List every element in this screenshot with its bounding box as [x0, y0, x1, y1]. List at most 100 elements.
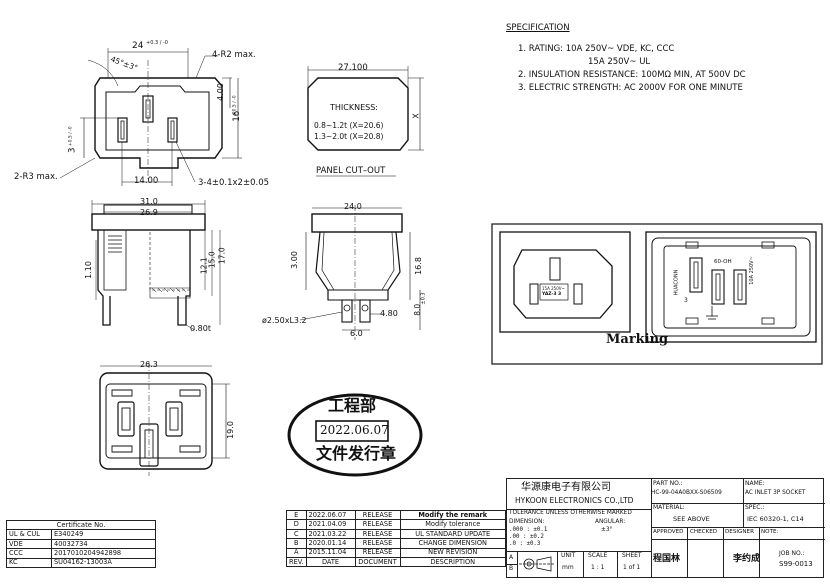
material-label: MATERIAL:: [653, 504, 685, 511]
company-name-cn: 华源康电子有限公司: [521, 482, 611, 493]
note-label-cell: NOTE:: [759, 527, 825, 540]
spec-value: IEC 60320-1, C14: [747, 515, 804, 523]
job-cell: JOB NO.: S99-0013: [759, 539, 825, 577]
dim-end-tab: ø2.50xL3.2: [262, 316, 307, 325]
spec-line-1: 1. RATING: 10A 250V~ VDE, KC, CCC: [518, 44, 675, 54]
specification-heading: SPECIFICATION: [506, 23, 570, 33]
dim-side-26-9: 26.9: [140, 208, 158, 217]
dim-cutout-width: 27.100: [338, 63, 368, 73]
rev-document: RELEASE: [354, 509, 401, 521]
stamp-top-text: 工程部: [328, 396, 377, 415]
rev-letter: A: [286, 547, 307, 558]
rev-document: RELEASE: [354, 528, 401, 540]
dim-front-r3: 2-R3 max.: [14, 172, 58, 182]
projection-symbol-cell: [517, 551, 558, 577]
release-stamp-outline: [287, 393, 423, 477]
cert-name: UL & CUL: [6, 529, 52, 540]
dim-side-1-10: 1.10: [83, 261, 93, 279]
marking-caption: Marking: [606, 332, 669, 347]
note-label: NOTE:: [761, 529, 779, 535]
rev-date: 2021.03.22: [305, 528, 356, 540]
stamp-date: 2022.06.07: [320, 423, 389, 437]
approved-name: 程国林: [653, 554, 681, 564]
checked-sign-cell: [687, 539, 724, 577]
sheet-label: SHEET: [622, 552, 642, 559]
stamp-bottom-text: 文件发行章: [316, 444, 397, 463]
sheet-cell: SHEET 1 of 1: [617, 551, 652, 577]
job-value: S99-0013: [779, 560, 813, 568]
rev-description: UL STANDARD UPDATE: [399, 528, 507, 540]
angular-label: ANGULAR:: [595, 519, 626, 525]
projection-symbol-icon: [519, 556, 555, 572]
checked-label: CHECKED: [690, 529, 718, 535]
title-block-divider: [507, 551, 651, 552]
marking-rear-num: 3: [684, 297, 688, 304]
dim-end-8-tol: ±0.3: [420, 292, 427, 305]
rev-date: 2021.04.09: [305, 519, 356, 530]
front-view-outline: [59, 48, 242, 186]
spec-line-1b: 15A 250V~ UL: [588, 57, 651, 67]
rev-description: NEW REVISION: [399, 547, 507, 558]
dim-front-corner: 4-R2 max.: [212, 50, 256, 60]
panel-cutout-outline: [307, 66, 424, 177]
name-value: AC INLET 3P SOCKET: [745, 490, 806, 496]
rev-letter: E: [286, 509, 307, 521]
rev-header: REV.: [286, 556, 307, 568]
dim-end-6: 6.0: [350, 329, 363, 338]
rev-description: Modify tolerance: [399, 519, 507, 530]
dim-end-8: 8.0: [413, 303, 423, 316]
dimension-label: DIMENSION:: [509, 519, 545, 525]
scale-cell: SCALE 1 : 1: [583, 551, 618, 577]
rev-header: DATE: [305, 556, 356, 568]
rev-date: 2022.06.07: [305, 509, 356, 521]
rev-date: 2015.11.04: [305, 547, 356, 558]
projection-b: B: [509, 565, 514, 572]
cutout-caption: PANEL CUT–OUT: [316, 166, 386, 176]
scale-label: SCALE: [588, 552, 608, 559]
designer-sign-cell: 李约成: [723, 539, 760, 577]
dim-front-height-tol: +0.5 / -0: [232, 95, 238, 116]
marking-rear-code: 60-OH: [714, 259, 732, 265]
rev-document: RELEASE: [354, 547, 401, 558]
approved-sign-cell: 程国林: [651, 539, 688, 577]
cutout-row-2: 1.3~2.0t (X=20.8): [314, 132, 384, 141]
sheet-value: 1 of 1: [623, 564, 641, 571]
part-no-value: HC-99-04A0BXX-S06509: [651, 490, 722, 496]
company-name-en: HYKOON ELECTRONICS CO.,LTD: [515, 496, 634, 505]
angular-value: ±3°: [601, 527, 613, 533]
cert-name: KC: [6, 557, 52, 568]
dim-rear-19: 19.0: [225, 421, 235, 439]
tol-row-2: .00 : ±0.2: [509, 534, 544, 540]
part-no-label: PART NO.:: [653, 480, 683, 487]
dim-end-4-80: 4.80: [380, 309, 398, 318]
end-view-outline: [299, 205, 421, 340]
rev-header: DESCRIPTION: [399, 556, 507, 568]
designer-name: 李约成: [733, 554, 761, 564]
job-label: JOB NO.:: [779, 550, 805, 557]
dim-side-31: 31.0: [140, 197, 158, 206]
designer-label-cell: DESIGNER: [723, 527, 760, 540]
dim-front-width: 24: [132, 41, 144, 51]
dim-side-0-80: 0.80t: [190, 324, 211, 333]
tol-row-3: .0 : ±0.3: [509, 541, 541, 547]
certificate-title: Certificate No.: [6, 519, 156, 531]
title-block: 华源康电子有限公司 HYKOON ELECTRONICS CO.,LTD PAR…: [506, 478, 825, 578]
dim-front-pins: 3-4±0.1x2±0.05: [198, 178, 270, 188]
rev-header: DOCUMENT: [354, 556, 401, 568]
unit-cell: UNIT mm: [557, 551, 584, 577]
name-cell: NAME: AC INLET 3P SOCKET: [743, 479, 825, 504]
rev-letter: D: [286, 519, 307, 530]
marking-label-2: YAZ-3 3: [542, 292, 562, 297]
material-value: SEE ABOVE: [673, 515, 710, 523]
tolerance-cell: TOLERANCE UNLESS OTHERWISE MARKED DIMENS…: [507, 509, 652, 552]
tol-row-1: .000 : ±0.1: [509, 527, 548, 533]
material-cell: MATERIAL: SEE ABOVE: [651, 503, 744, 528]
ground-symbol: [706, 306, 718, 320]
